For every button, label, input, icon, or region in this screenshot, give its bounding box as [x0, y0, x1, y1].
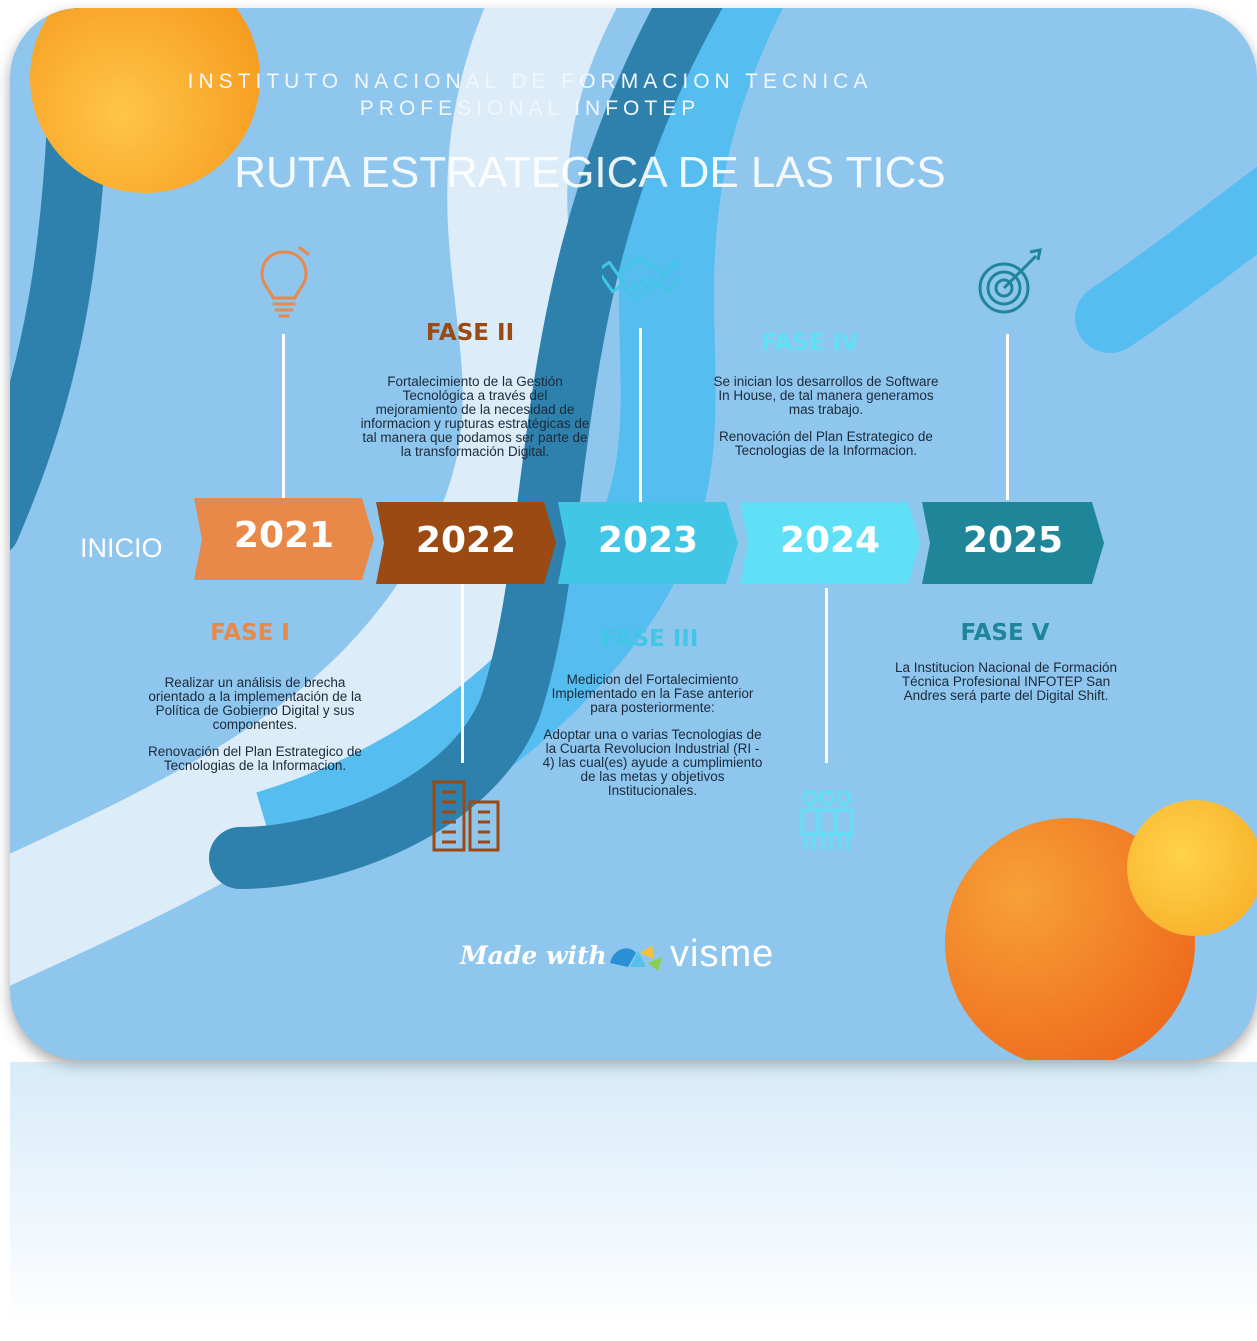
phase-4-paragraph: Se inician los desarrollos de Software I…: [713, 374, 939, 417]
infographic-card: INSTITUTO NACIONAL DE FORMACION TECNICA …: [10, 8, 1257, 1060]
phase-2-title: FASE II: [425, 320, 515, 346]
year-box-2022: 2022: [376, 502, 556, 584]
connector-line-2022: [461, 583, 464, 763]
year-label: 2021: [233, 515, 335, 556]
phase-3-paragraph: Adoptar una o varias Tecnologias de la C…: [542, 727, 763, 798]
year-box-shape: [740, 502, 920, 584]
target-icon: [978, 248, 1042, 314]
phase-4-description: Se inician los desarrollos de Software I…: [708, 375, 944, 471]
phase-3-title: FASE III: [601, 626, 699, 652]
sphere-bottom-right-small: [1127, 800, 1257, 936]
start-label: INICIO: [80, 533, 163, 563]
wave-right-sky: [1075, 166, 1257, 353]
credit-prefix: Made with: [460, 941, 607, 970]
year-label: 2024: [779, 520, 881, 561]
wave-dark-main: [209, 8, 723, 889]
year-box-shape: [194, 498, 374, 580]
phase-1-title: FASE I: [210, 620, 290, 646]
handshake-icon: [602, 256, 680, 302]
organization-name: INSTITUTO NACIONAL DE FORMACION TECNICA …: [187, 70, 873, 120]
connector-line-2021: [282, 334, 285, 500]
made-with-credit: Made with visme: [460, 933, 820, 983]
visme-logo-icon: [610, 945, 662, 971]
phase-2-description: Fortalecimiento de la Gestión Tecnológic…: [360, 375, 590, 472]
year-label: 2022: [415, 520, 517, 561]
year-box-2023: 2023: [558, 502, 738, 584]
lightbulb-icon: [260, 246, 310, 318]
year-label: 2023: [597, 520, 699, 561]
year-box-2024: 2024: [740, 502, 920, 584]
phase-5-paragraph: La Institucion Nacional de Formación Téc…: [894, 660, 1118, 703]
phase-3-paragraph: Medicion del Fortalecimiento Implementad…: [551, 672, 754, 715]
phase-5-description: La Institucion Nacional de Formación Téc…: [890, 661, 1122, 716]
buildings-icon: [432, 780, 500, 852]
connector-line-2024: [825, 588, 828, 763]
page-title: RUTA ESTRATEGICA DE LAS TICS: [234, 148, 946, 197]
credit-brand: visme: [670, 933, 775, 975]
year-box-shape: [376, 502, 556, 584]
reflection-fade: [10, 1062, 1257, 1341]
phase-4-paragraph: Renovación del Plan Estrategico de Tecno…: [719, 429, 933, 458]
sphere-top-left: [30, 8, 260, 193]
phase-1-description: Realizar un análisis de brecha orientado…: [135, 676, 375, 786]
connector-line-2025: [1006, 334, 1009, 500]
phase-5-title: FASE V: [960, 620, 1050, 646]
year-label: 2025: [962, 520, 1064, 561]
phase-2-paragraph: Fortalecimiento de la Gestión Tecnológic…: [360, 374, 590, 459]
phase-3-description: Medicion del Fortalecimiento Implementad…: [540, 673, 765, 811]
phase-1-paragraph: Renovación del Plan Estrategico de Tecno…: [148, 744, 362, 773]
card-reflection: [10, 1062, 1257, 1341]
phase-1-paragraph: Realizar un análisis de brecha orientado…: [148, 675, 362, 732]
phase-4-title: FASE IV: [761, 330, 859, 356]
connector-line-2023: [639, 328, 642, 503]
wave-light: [10, 8, 617, 986]
year-box-2021: 2021: [194, 498, 374, 580]
year-box-shape: [558, 502, 738, 584]
year-box-shape: [922, 502, 1104, 584]
year-box-2025: 2025: [922, 502, 1104, 584]
team-icon: [800, 790, 854, 850]
